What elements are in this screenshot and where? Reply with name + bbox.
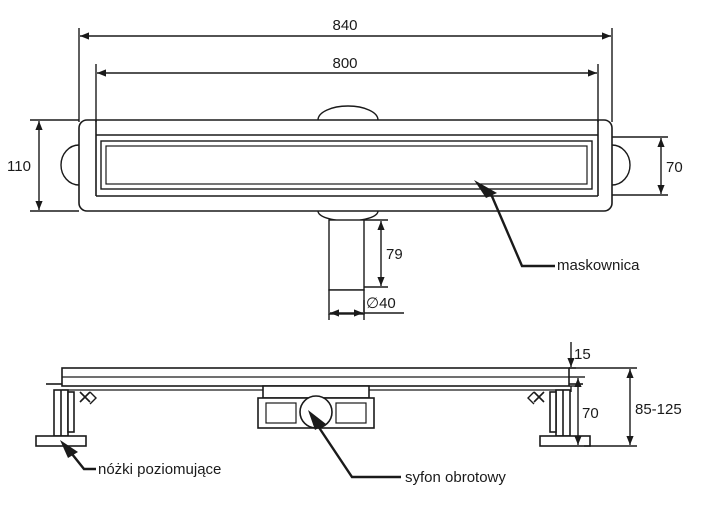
siphon-label: syfon obrotowy [405,469,506,486]
dimension-70-top: 70 [666,159,683,176]
left-leveling-foot [35,389,97,447]
grate-outline [100,140,593,190]
leveling-feet-leader-line [71,453,96,471]
right-end-cap [611,144,631,186]
siphon-leader-arrow [308,410,326,430]
side-view-dimensions [567,342,637,447]
grate-leader-line [489,193,555,268]
side-view [35,367,591,447]
left-end-cap [60,144,80,186]
siphon-body [257,385,375,429]
dimension-85-125: 85-125 [635,401,682,418]
leveling-feet-leader-arrow [60,440,78,458]
dimension-110: 110 [7,158,31,175]
grate-inner [105,145,588,185]
dimension-79: 79 [386,246,403,263]
dimension-diameter-40: ∅40 [366,295,396,312]
dimension-800: 800 [332,55,357,72]
leveling-feet-label: nóżki poziomujące [98,461,221,478]
channel-body-outline [78,119,613,212]
dimension-70-side: 70 [582,405,599,422]
dimension-15: 15 [574,346,591,363]
right-leveling-foot [527,389,591,447]
grate-label: maskownica [557,257,640,274]
top-view-dimensions [30,28,668,320]
outlet-pipe-end [328,289,365,315]
grate-leader-arrow [474,180,497,198]
top-view [60,105,631,315]
dimension-840: 840 [332,17,357,34]
outlet-pipe [328,219,365,291]
siphon-leader-line [317,425,401,479]
drain-body-top-arc [317,105,379,121]
